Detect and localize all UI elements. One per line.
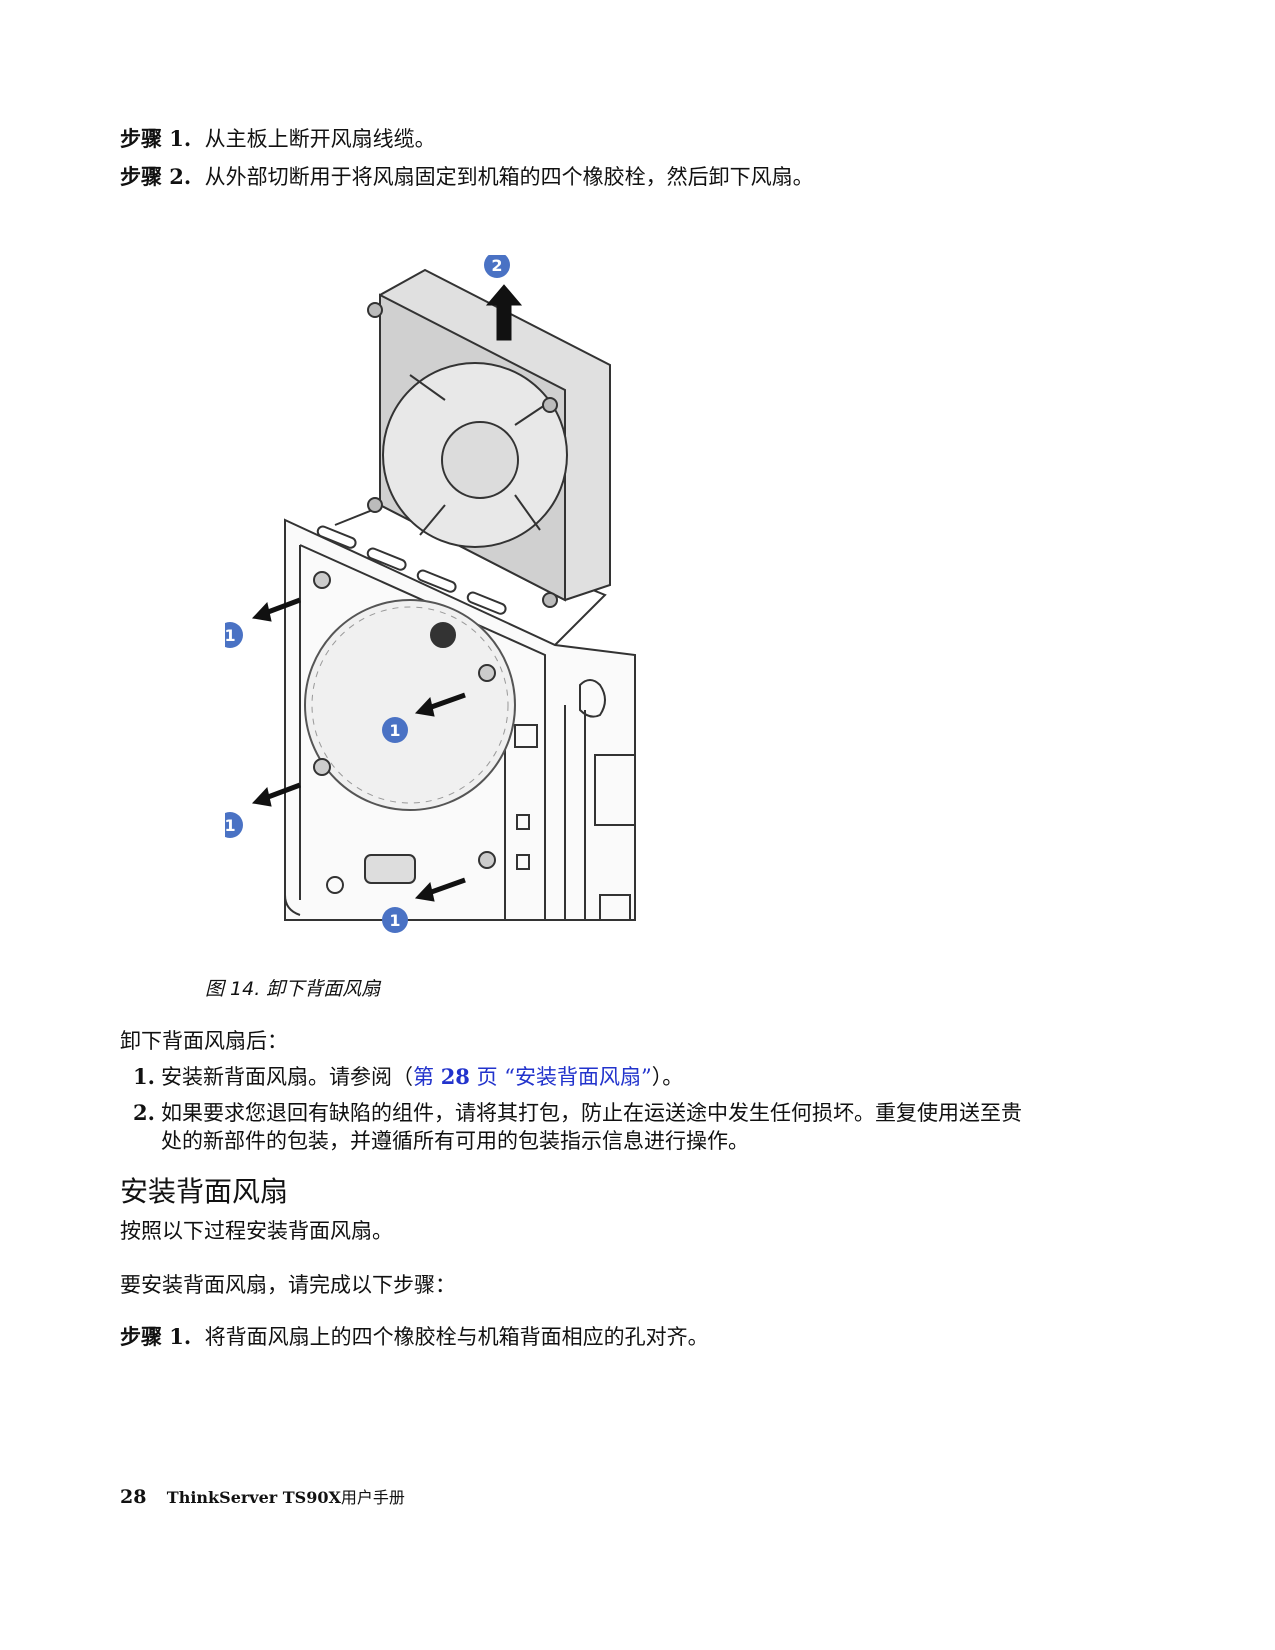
step-text: 从外部切断用于将风扇固定到机箱的四个橡胶栓，然后卸下风扇。 <box>204 165 814 189</box>
list-text: 如果要求您退回有缺陷的组件，请将其打包，防止在运送途中发生任何损坏。重复使用送至… <box>161 1101 1022 1125</box>
step-2-row: 步骤 2. 从外部切断用于将风扇固定到机箱的四个橡胶栓，然后卸下风扇。 <box>120 162 814 192</box>
fan-removal-illustration: 2 1 1 1 1 <box>225 255 636 933</box>
list-item: 2.如果要求您退回有缺陷的组件，请将其打包，防止在运送途中发生任何损坏。重复使用… <box>133 1098 1022 1128</box>
callout-1: 1 <box>382 717 408 743</box>
manual-title: 用户手册 <box>340 1488 405 1507</box>
direction-arrows <box>251 284 523 902</box>
link-page-number: 28 <box>440 1064 470 1089</box>
callout-1: 1 <box>225 622 243 648</box>
step-text: 从主板上断开风扇线缆。 <box>204 127 436 151</box>
section-intro: 按照以下过程安装背面风扇。 <box>120 1219 393 1243</box>
section-title: 安装背面风扇 <box>120 1175 289 1208</box>
section-lead: 要安装背面风扇，请完成以下步骤： <box>120 1273 456 1297</box>
step-1-row: 步骤 1. 从主板上断开风扇线缆。 <box>120 124 436 154</box>
list-text: 安装新背面风扇。请参阅（ <box>161 1065 413 1089</box>
callout-number: 2 <box>491 256 502 275</box>
link-text: 页 “安装背面风扇” <box>469 1065 652 1089</box>
callout-number: 1 <box>389 721 400 740</box>
step-label: 步骤 2. <box>120 164 192 189</box>
arrow-left-icon <box>251 601 272 622</box>
arrow-left-icon <box>251 786 272 807</box>
callout-number: 1 <box>389 911 400 930</box>
list-number: 1. <box>133 1064 155 1089</box>
product-name: ThinkServer TS90X <box>166 1488 341 1507</box>
install-step-1-row: 步骤 1. 将背面风扇上的四个橡胶栓与机箱背面相应的孔对齐。 <box>120 1322 709 1352</box>
arrow-left-icon <box>414 881 435 902</box>
callout-number: 1 <box>225 816 236 835</box>
arrow-left-icon <box>414 696 435 717</box>
step-label: 步骤 1. <box>120 126 192 151</box>
callout-1: 1 <box>225 812 243 838</box>
step-text: 将背面风扇上的四个橡胶栓与机箱背面相应的孔对齐。 <box>204 1325 709 1349</box>
after-removal-heading: 卸下背面风扇后： <box>120 1029 288 1053</box>
step-label: 步骤 1. <box>120 1324 192 1349</box>
list-text: ）。 <box>651 1065 684 1089</box>
list-item: 1.安装新背面风扇。请参阅（第 28 页 “安装背面风扇”）。 <box>133 1062 683 1092</box>
callout-1: 1 <box>382 907 408 933</box>
list-number: 2. <box>133 1100 155 1125</box>
page-number: 28 <box>120 1486 147 1508</box>
callout-2: 2 <box>484 255 510 278</box>
chassis-drawing <box>284 503 636 921</box>
install-fan-link[interactable]: 第 28 页 “安装背面风扇” <box>413 1064 652 1089</box>
page-footer: 28 ThinkServer TS90X用户手册 <box>120 1484 405 1508</box>
arrow-up-icon <box>485 284 523 341</box>
link-text: 第 <box>413 1065 441 1089</box>
list-item-continued: 处的新部件的包装，并遵循所有可用的包装指示信息进行操作。 <box>161 1129 749 1153</box>
callout-number: 1 <box>225 626 236 645</box>
figure-caption: 图 14. 卸下背面风扇 <box>205 978 381 1000</box>
fan-drawing <box>367 268 611 608</box>
